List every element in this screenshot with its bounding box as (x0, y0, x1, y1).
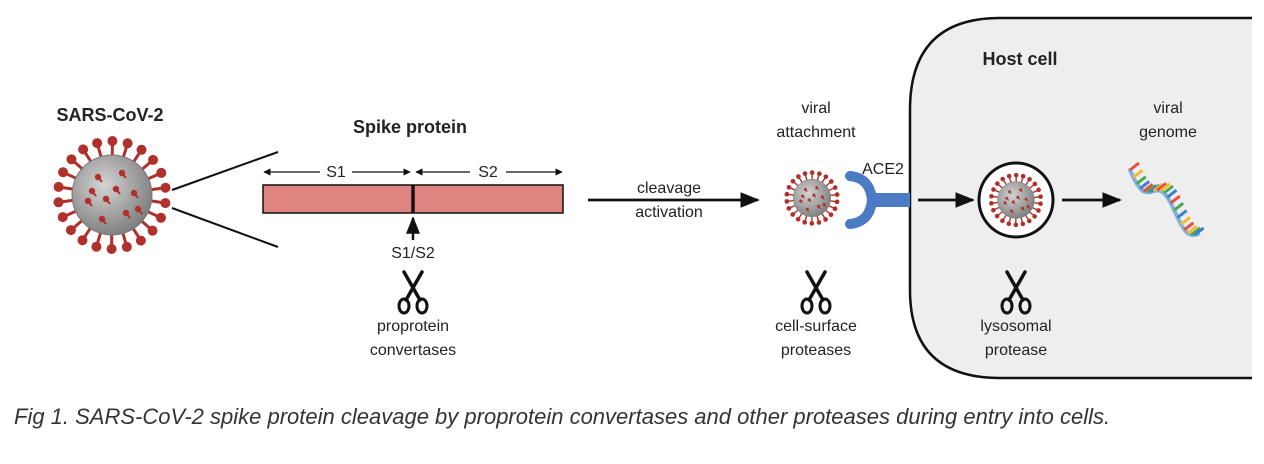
attached-virus-icon (784, 170, 840, 226)
cleavage-label: cleavage (637, 180, 701, 197)
host-cell-title: Host cell (982, 49, 1057, 69)
spike-protein-title: Spike protein (353, 117, 467, 137)
viral-genome-line2: genome (1139, 124, 1197, 141)
cell-surface-proteases-line1: cell-surface (775, 318, 857, 335)
activation-label: activation (635, 204, 703, 221)
virus-title: SARS-CoV-2 (56, 105, 163, 125)
s1-label: S1 (326, 164, 346, 181)
figure-caption: Fig 1. SARS-CoV-2 spike protein cleavage… (14, 404, 1111, 429)
viral-attachment-line2: attachment (776, 124, 856, 141)
lysosomal-protease-line2: protease (985, 342, 1047, 359)
ace2-label: ACE2 (862, 161, 904, 178)
proprotein-convertases-line1: proprotein (377, 318, 449, 335)
zoom-line-top (171, 151, 279, 191)
proprotein-convertases-line2: convertases (370, 342, 456, 359)
scissors-icon (800, 270, 832, 315)
host-cell: Host cell (908, 16, 1252, 380)
cleavage-site-label: S1/S2 (391, 245, 435, 262)
ace2-receptor-icon (845, 171, 910, 229)
cell-surface-proteases-line2: proteases (781, 342, 851, 359)
scissors-icon (397, 270, 429, 315)
endosome-vesicle-icon (977, 161, 1055, 239)
host-cell-membrane (908, 16, 1252, 380)
viral-attachment-line1: viral (801, 100, 830, 117)
zoom-line-bottom (171, 207, 279, 248)
viral-genome-line1: viral (1153, 100, 1182, 117)
virus-particle-icon (53, 136, 171, 254)
s2-label: S2 (478, 164, 498, 181)
viral-genome-rna-icon (1128, 161, 1205, 237)
lysosomal-protease-line1: lysosomal (980, 318, 1051, 335)
scissors-icon (1000, 270, 1032, 315)
endosomal-virus-icon (989, 172, 1043, 228)
